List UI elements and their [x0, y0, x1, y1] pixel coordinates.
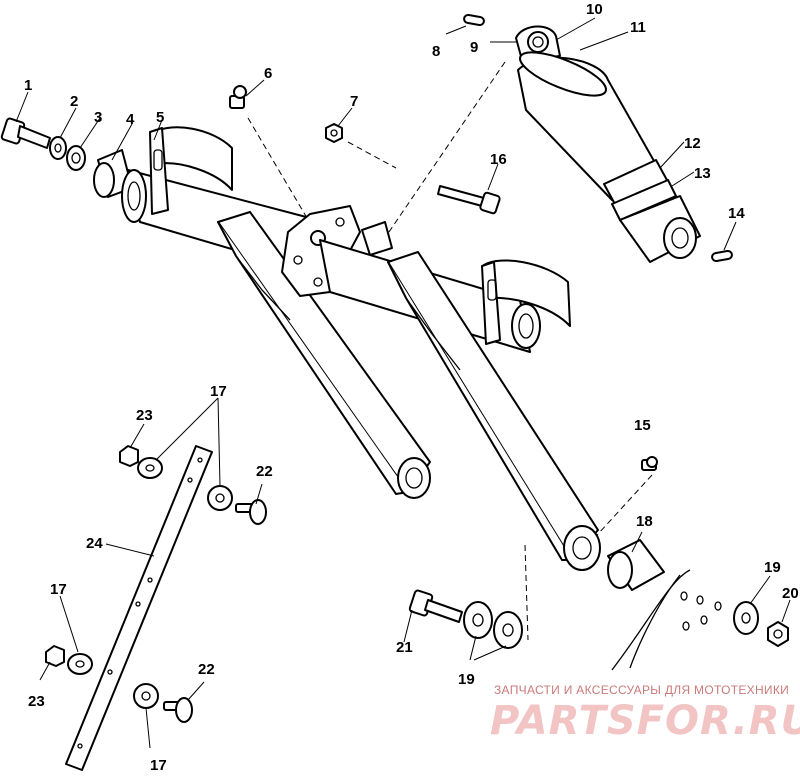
callout-12: 12: [684, 135, 701, 152]
washer-19c: [733, 601, 759, 635]
nut-23b: [45, 645, 65, 667]
bolt-22a: [235, 499, 267, 525]
washer-19a: [463, 601, 493, 639]
callout-23-b: 23: [28, 693, 45, 710]
callout-3: 3: [94, 109, 102, 126]
grease-fitting-15: [641, 456, 658, 471]
left-swing-arm: [217, 211, 431, 499]
washer-17c: [67, 653, 93, 675]
washer-17b: [207, 485, 233, 511]
callout-22-a: 22: [256, 463, 273, 480]
callout-1: 1: [24, 77, 32, 94]
assembly-lines: [247, 61, 653, 641]
washer-2: [49, 136, 67, 160]
callout-17-a: 17: [210, 383, 227, 400]
callout-labels: 1 2 3 4 5 6 7 8 9 10 11 12 13 14 15 16 1…: [24, 1, 799, 774]
callout-7: 7: [350, 93, 358, 110]
callout-22-b: 22: [198, 661, 215, 678]
callout-23-a: 23: [136, 407, 153, 424]
callout-5: 5: [156, 109, 164, 126]
callout-13: 13: [694, 165, 711, 182]
callout-6: 6: [264, 65, 272, 82]
side-plate: [611, 569, 691, 671]
pin-8: [463, 13, 485, 27]
washer-17d: [133, 683, 159, 709]
callout-17-b: 17: [50, 581, 67, 598]
callout-21: 21: [396, 639, 413, 656]
washer-19b: [493, 611, 523, 649]
callout-10: 10: [586, 1, 603, 18]
bolt-22b: [163, 697, 193, 723]
nut-20: [767, 621, 789, 647]
bolt-21: [408, 589, 463, 623]
callout-8: 8: [432, 43, 440, 60]
watermark-tagline: ЗАПЧАСТИ И АКСЕССУАРЫ ДЛЯ МОТОТЕХНИКИ: [494, 683, 789, 697]
bolt-1: [0, 117, 51, 149]
callout-2: 2: [70, 93, 78, 110]
shock-mount-plate: [281, 205, 393, 297]
grease-fitting-6: [229, 85, 247, 109]
nut-23a: [119, 445, 139, 467]
callout-11: 11: [630, 19, 646, 36]
watermark-logo: PARTSFOR.RU: [490, 698, 800, 744]
callout-20: 20: [782, 585, 799, 602]
callout-24: 24: [86, 535, 103, 552]
bushing-18: [607, 539, 665, 591]
bolt-16: [437, 185, 501, 215]
small-washers: [680, 591, 722, 631]
nut-7: [325, 123, 343, 143]
callout-4: 4: [126, 111, 135, 128]
callout-9: 9: [470, 39, 478, 56]
shock-absorber: [515, 25, 701, 263]
right-bracket: [481, 259, 571, 349]
strap-24: [65, 445, 213, 771]
washer-3: [66, 145, 86, 171]
pin-14: [711, 249, 733, 263]
callout-14: 14: [728, 205, 745, 222]
callout-16: 16: [490, 151, 507, 168]
callout-18: 18: [636, 513, 653, 530]
right-swing-arm: [387, 251, 601, 571]
callout-19-b: 19: [764, 559, 781, 576]
callout-15: 15: [634, 417, 651, 434]
callout-19-a: 19: [458, 671, 475, 688]
leader-lines: [15, 17, 791, 749]
washer-17a: [137, 457, 163, 479]
bracket-5: [149, 126, 233, 215]
callout-17-c: 17: [150, 757, 167, 774]
watermark: ЗАПЧАСТИ И АКСЕССУАРЫ ДЛЯ МОТОТЕХНИКИ PA…: [490, 683, 800, 744]
